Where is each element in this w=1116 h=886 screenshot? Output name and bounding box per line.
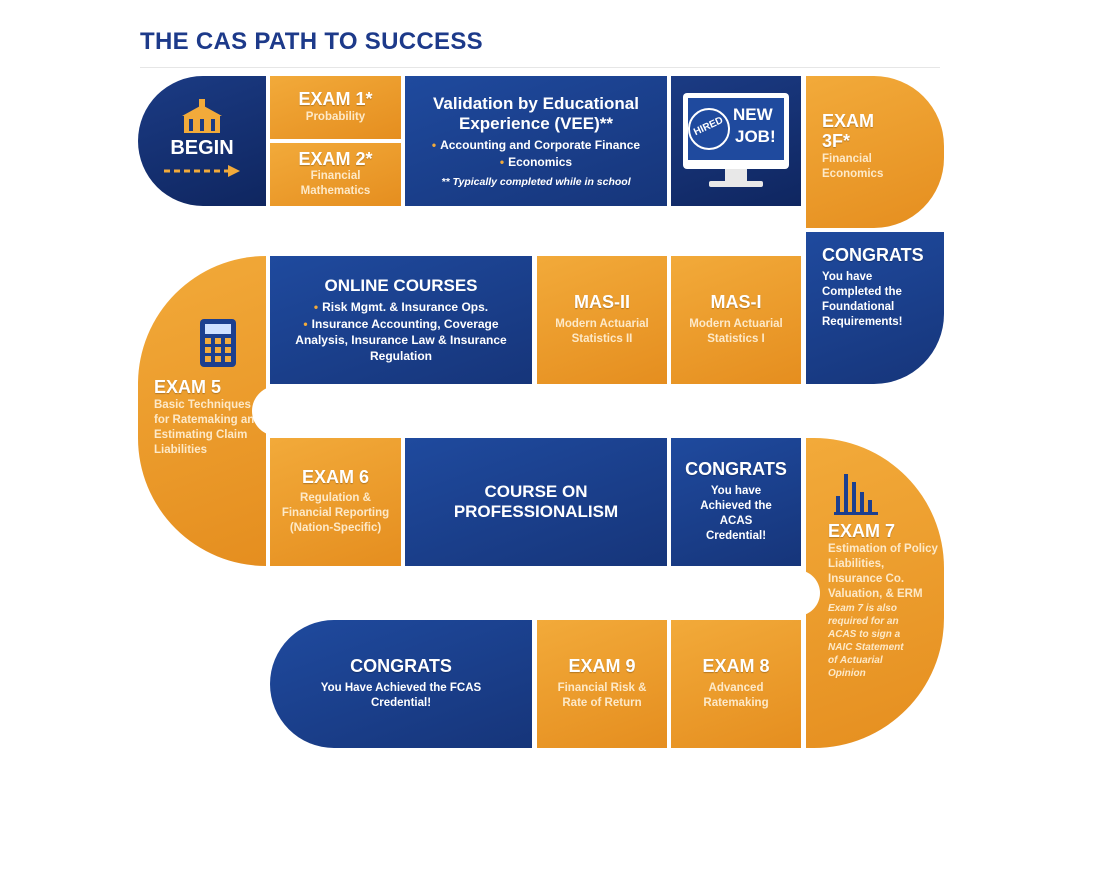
exam9-title: EXAM 9 [568,656,636,677]
begin-block: BEGIN [138,76,266,206]
mas1-sub: Modern Actuarial Statistics I [689,317,783,345]
vee-note: ** Typically completed while in school [441,175,631,188]
exam3f-title-2: 3F* [822,130,851,151]
arrow-icon [162,164,242,178]
exam1-sub: Probability [305,110,366,123]
congrats1-title: CONGRATS [822,245,924,265]
online-title: ONLINE COURSES [324,275,478,295]
mas2-block: MAS-II Modern Actuarial Statistics II [537,256,667,384]
exam6-title: EXAM 6 [301,466,370,487]
online-courses-block: ONLINE COURSES •Risk Mgmt. & Insurance O… [270,256,532,384]
congrats3-text: You Have Achieved the FCAS Credential! [320,681,482,709]
mas1-block: MAS-I Modern Actuarial Statistics I [671,256,801,384]
exam5-block: EXAM 5 Basic Techniques for Ratemaking a… [138,256,266,566]
exam1-block: EXAM 1* Probability [270,76,401,139]
exam5-title: EXAM 5 [154,377,222,397]
congrats3-block: CONGRATS You Have Achieved the FCAS Cred… [270,620,532,748]
page-title: THE CAS PATH TO SUCCESS [140,28,483,55]
mas1-title: MAS-I [710,292,762,313]
congrats2-title: CONGRATS [685,459,787,480]
exam7-note: Exam 7 is also required for an ACAS to s… [828,602,904,679]
exam8-title: EXAM 8 [702,656,770,677]
exam3f-title: EXAM [822,111,875,131]
new-label: NEW [733,105,773,124]
vee-item: •Accounting and Corporate Finance [431,138,641,153]
path-gap-left [252,386,812,436]
professionalism-title: COURSE ON PROFESSIONALISM [453,482,619,521]
mas2-sub: Modern Actuarial Statistics II [555,317,649,345]
online-item: •Risk Mgmt. & Insurance Ops. [313,300,489,315]
bar-chart-icon [834,470,878,516]
computer-monitor-icon: HIRED NEW JOB! [679,89,793,193]
job-label: JOB! [735,127,776,146]
exam8-block: EXAM 8 Advanced Ratemaking [671,620,801,748]
exam2-block: EXAM 2* Financial Mathematics [270,143,401,206]
exam3f-block: EXAM 3F* Financial Economics [806,76,944,228]
exam6-block: EXAM 6 Regulation & Financial Reporting … [270,438,401,566]
begin-label: BEGIN [170,136,234,159]
mas2-title: MAS-II [574,292,630,313]
congrats2-block: CONGRATS You have Achieved the ACAS Cred… [671,438,801,566]
exam9-block: EXAM 9 Financial Risk & Rate of Return [537,620,667,748]
exam5-sub: Basic Techniques for Ratemaking and Esti… [154,398,262,456]
congrats1-block: CONGRATS You have Completed the Foundati… [806,232,944,384]
exam7-sub: Estimation of Policy Liabilities, Insura… [828,542,938,600]
exam6-sub: Regulation & Financial Reporting (Nation… [281,492,390,535]
title-divider [140,67,940,68]
exam9-sub: Financial Risk & Rate of Return [557,681,647,709]
exam2-sub: Financial Mathematics [300,170,371,198]
building-icon [180,98,224,135]
path-gap-right [380,570,820,616]
exam2-title: EXAM 2* [298,148,373,169]
exam7-block: EXAM 7 Estimation of Policy Liabilities,… [806,438,944,748]
vee-block: Validation by Educational Experience (VE… [405,76,667,206]
professionalism-block: COURSE ON PROFESSIONALISM [405,438,667,566]
congrats3-title: CONGRATS [350,656,452,677]
new-job-block: HIRED NEW JOB! [671,76,801,206]
congrats1-text: You have Completed the Foundational Requ… [822,270,903,328]
exam7-title: EXAM 7 [828,521,896,541]
exam8-sub: Advanced Ratemaking [703,681,769,709]
congrats2-text: You have Achieved the ACAS Credential! [700,485,772,542]
online-item: •Insurance Accounting, Coverage Analysis… [295,316,507,363]
vee-title: Validation by Educational Experience (VE… [433,94,639,133]
exam3f-sub: Financial Economics [822,152,884,180]
vee-item: •Economics [499,154,573,169]
calculator-icon [199,318,237,368]
exam1-title: EXAM 1* [298,89,373,110]
